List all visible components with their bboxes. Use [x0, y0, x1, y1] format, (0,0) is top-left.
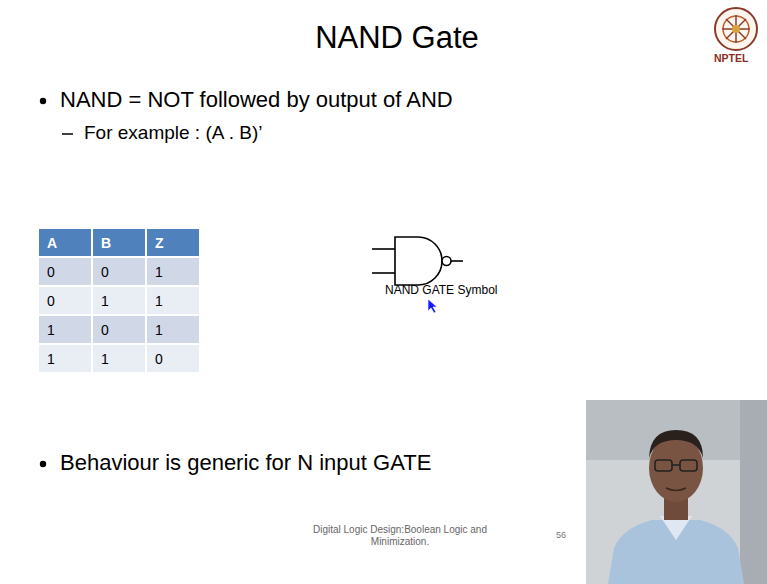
table-cell: 1 — [38, 315, 92, 344]
symbol-caption: NAND GATE Symbol — [385, 284, 497, 298]
table-cell: 0 — [92, 315, 146, 344]
table-cell: 0 — [92, 257, 146, 286]
page-number: 56 — [556, 530, 566, 540]
table-cell: 0 — [38, 286, 92, 315]
table-cell: 0 — [38, 257, 92, 286]
logo-text: NPTEL — [714, 52, 748, 64]
bullet-dot — [40, 461, 46, 467]
table-header-cell: Z — [146, 228, 200, 257]
presenter-video — [586, 400, 767, 584]
bullet-dot — [40, 98, 46, 104]
footer-text: Digital Logic Design:Boolean Logic and M… — [300, 524, 500, 547]
bullet-text: Behaviour is generic for N input GATE — [60, 450, 431, 475]
table-cell: 0 — [146, 344, 200, 373]
nand-gate-symbol — [372, 237, 463, 285]
sub-bullet-text: For example : (A . B)’ — [84, 122, 262, 144]
slide-title: NAND Gate — [2, 20, 767, 56]
table-header-cell: B — [92, 228, 146, 257]
table-cell: 1 — [38, 344, 92, 373]
sub-bullet-dash — [62, 133, 73, 135]
mouse-cursor — [428, 299, 437, 313]
table-cell: 1 — [92, 344, 146, 373]
table-cell: 1 — [146, 315, 200, 344]
nptel-logo — [715, 8, 757, 50]
table-cell: 1 — [92, 286, 146, 315]
table-cell: 1 — [146, 257, 200, 286]
bullet-text: NAND = NOT followed by output of AND — [60, 87, 453, 112]
table-header-cell: A — [38, 228, 92, 257]
table-cell: 1 — [146, 286, 200, 315]
